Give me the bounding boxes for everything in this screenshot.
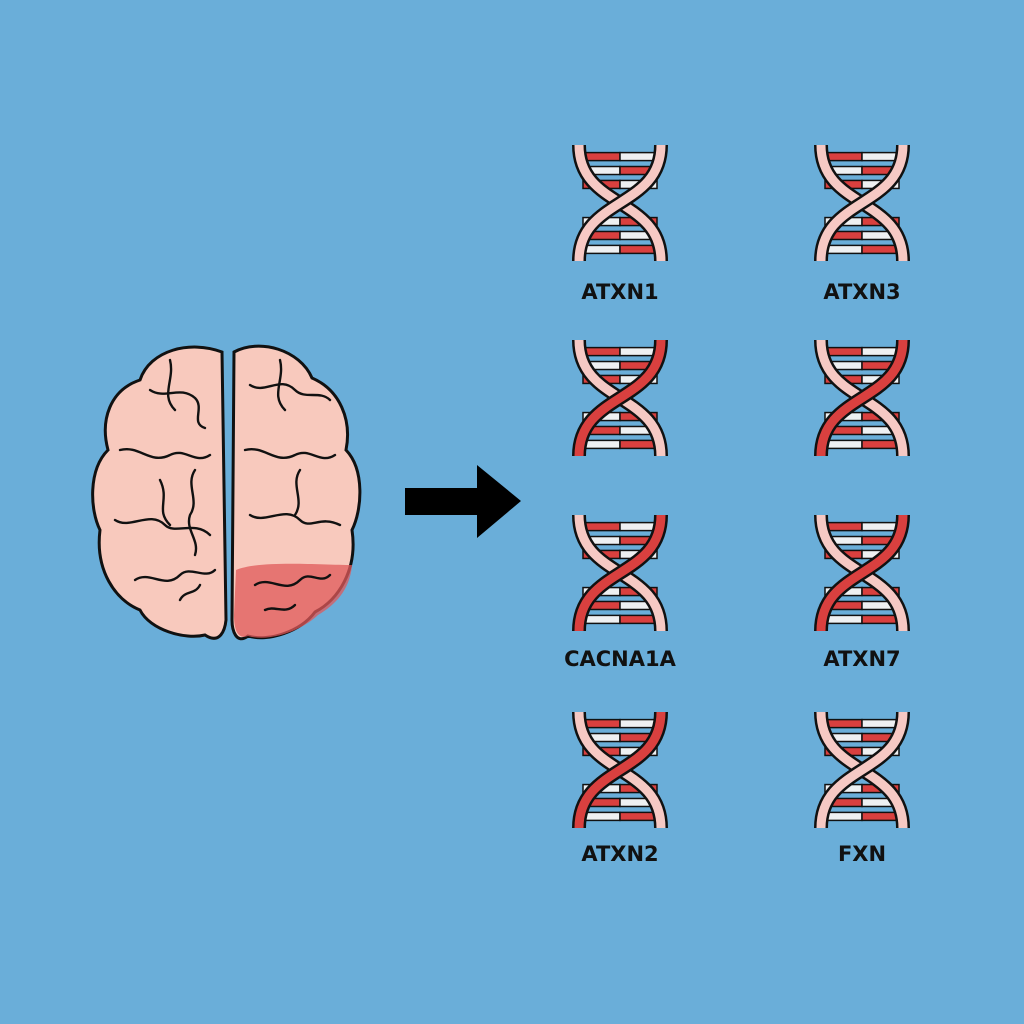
base-pair-rung	[824, 244, 863, 255]
base-pair-rung	[861, 521, 900, 532]
base-pair-rung	[619, 718, 658, 729]
mutated-strand	[574, 514, 666, 632]
dna-helix-icon	[814, 144, 910, 262]
dna-helix-icon	[572, 514, 668, 632]
base-pair-rung	[582, 346, 621, 357]
base-pair-rung	[619, 614, 658, 625]
base-pair-rung	[824, 346, 863, 357]
dna-strand	[816, 144, 908, 262]
dna-strand	[816, 711, 908, 829]
base-pair-rung	[619, 521, 658, 532]
mutated-strand	[816, 514, 908, 632]
base-pair-rung	[861, 346, 900, 357]
gene-label: FXN	[837, 842, 887, 866]
dna-helix-icon	[572, 339, 668, 457]
dna-helix-icon	[814, 711, 910, 829]
base-pair-rung	[824, 439, 863, 450]
mutated-strand	[816, 339, 908, 457]
base-pair-rung	[824, 521, 863, 532]
base-pair-rung	[619, 439, 658, 450]
base-pair-rung	[582, 151, 621, 162]
dna-helix-icon	[572, 144, 668, 262]
gene-label: CACNA1A	[564, 647, 676, 671]
base-pair-rung	[582, 244, 621, 255]
base-pair-rung	[824, 718, 863, 729]
gene-label: ATXN1	[581, 280, 659, 304]
base-pair-rung	[619, 151, 658, 162]
dna-strand	[574, 144, 666, 262]
gene-label: ATXN7	[823, 647, 901, 671]
mutated-strand	[574, 339, 666, 457]
dna-helix-icon	[572, 711, 668, 829]
mutated-strand	[574, 711, 666, 829]
base-pair-rung	[619, 244, 658, 255]
base-pair-rung	[582, 811, 621, 822]
base-pair-rung	[824, 151, 863, 162]
base-pair-rung	[582, 614, 621, 625]
dna-helix-icon	[814, 339, 910, 457]
brain-icon	[91, 344, 362, 641]
base-pair-rung	[861, 718, 900, 729]
base-pair-rung	[619, 811, 658, 822]
base-pair-rung	[824, 614, 863, 625]
base-pair-rung	[861, 614, 900, 625]
base-pair-rung	[861, 811, 900, 822]
base-pair-rung	[582, 439, 621, 450]
base-pair-rung	[861, 151, 900, 162]
base-pair-rung	[824, 811, 863, 822]
base-pair-rung	[861, 439, 900, 450]
gene-label: ATXN2	[581, 842, 659, 866]
arrow-right-icon	[405, 465, 521, 538]
base-pair-rung	[582, 718, 621, 729]
dna-helix-icon	[814, 514, 910, 632]
gene-label: ATXN3	[823, 280, 901, 304]
base-pair-rung	[582, 521, 621, 532]
base-pair-rung	[861, 244, 900, 255]
base-pair-rung	[619, 346, 658, 357]
